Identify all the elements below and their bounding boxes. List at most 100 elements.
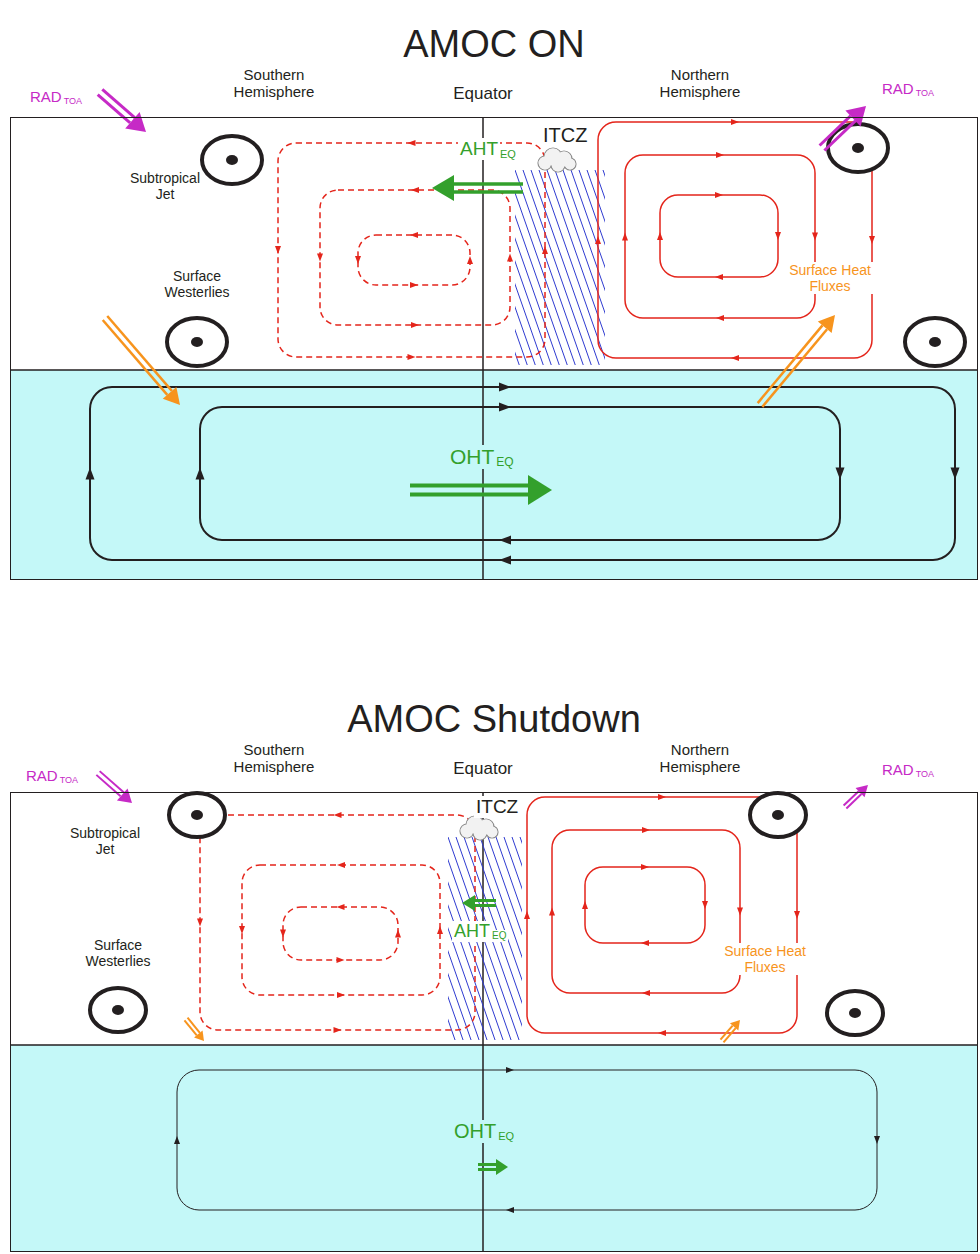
flow-arrowhead bbox=[337, 957, 345, 963]
arrow-shaft bbox=[478, 1168, 496, 1171]
hadley-cell bbox=[278, 143, 545, 357]
equator-label: Equator bbox=[451, 759, 515, 779]
westerlies-label: Surface Westerlies bbox=[83, 937, 152, 969]
flow-arrowhead bbox=[622, 233, 628, 241]
hadley-cell bbox=[585, 867, 705, 943]
heat-flux-label: Surface Heat Fluxes bbox=[717, 943, 813, 975]
flow-arrowhead bbox=[337, 992, 345, 998]
diagram-part bbox=[827, 991, 883, 1035]
transport-label: OHT bbox=[448, 445, 496, 469]
flow-arrowhead bbox=[410, 282, 418, 288]
transport-label: AHT bbox=[452, 921, 492, 942]
wind-symbol bbox=[828, 124, 888, 172]
radiation-label: RAD bbox=[880, 761, 916, 778]
arrow-head bbox=[117, 788, 132, 803]
ocean-circulation-loop bbox=[90, 387, 955, 560]
arrow-shaft bbox=[475, 904, 496, 907]
flow-arrowhead bbox=[657, 232, 663, 240]
diagram-part bbox=[929, 337, 941, 347]
hemisphere-label: Southern Hemisphere bbox=[232, 741, 317, 776]
flow-arrowhead bbox=[715, 192, 723, 198]
hadley-cell bbox=[552, 830, 740, 993]
ocean-circulation-loop bbox=[200, 407, 840, 540]
flow-arrowhead bbox=[642, 990, 650, 996]
sea-surface-line bbox=[10, 1044, 978, 1046]
flow-arrowhead bbox=[716, 152, 724, 158]
diagram-part bbox=[852, 143, 864, 153]
arrow-head bbox=[432, 175, 454, 201]
diagram-part bbox=[571, 170, 605, 365]
diagram-part bbox=[488, 837, 522, 1040]
rain-hatching bbox=[515, 170, 605, 365]
arrow-head bbox=[730, 1020, 740, 1030]
arrow-shaft bbox=[184, 1020, 196, 1035]
arrow-shaft bbox=[762, 329, 827, 407]
flow-arrowhead bbox=[794, 911, 800, 919]
transport-subscript: EQ bbox=[494, 456, 515, 470]
flow-arrowhead bbox=[499, 383, 511, 392]
hadley-cell bbox=[200, 815, 475, 1030]
diagram-part bbox=[772, 810, 784, 820]
diagram-part bbox=[226, 155, 238, 165]
diagram-part bbox=[474, 827, 487, 840]
hemisphere-label: Northern Hemisphere bbox=[658, 741, 743, 776]
flow-arrowhead bbox=[507, 254, 513, 262]
flow-arrowhead bbox=[595, 236, 601, 244]
flow-arrowhead bbox=[408, 140, 416, 146]
arrow-shaft bbox=[758, 325, 823, 403]
flow-arrowhead bbox=[197, 919, 203, 927]
flow-arrowhead bbox=[874, 1136, 880, 1144]
flow-arrowhead bbox=[582, 901, 588, 909]
hadley-cell bbox=[242, 865, 440, 995]
transport-subscript: EQ bbox=[490, 930, 508, 942]
diagram-part bbox=[448, 837, 495, 1040]
flow-arrowhead bbox=[275, 246, 281, 254]
diagram-part bbox=[905, 318, 965, 366]
arrow-head bbox=[125, 112, 146, 132]
flow-arrowhead bbox=[334, 812, 342, 818]
flow-arrowhead bbox=[408, 354, 416, 360]
arrow-head bbox=[163, 387, 180, 405]
hadley-cell bbox=[283, 907, 398, 960]
flow-arrowhead bbox=[334, 1027, 342, 1033]
radiation-subscript: TOA bbox=[58, 775, 80, 785]
flow-arrowhead bbox=[715, 274, 723, 280]
arrow-shaft bbox=[410, 484, 528, 488]
diagram-part bbox=[579, 170, 605, 365]
flow-arrowhead bbox=[641, 864, 649, 870]
flow-arrowhead bbox=[506, 1067, 514, 1073]
jet-label: Subtropical Jet bbox=[128, 170, 202, 202]
arrow-shaft bbox=[107, 316, 172, 391]
diagram-part bbox=[828, 124, 888, 172]
ocean-layer bbox=[10, 1045, 978, 1252]
panel-illustration bbox=[10, 771, 978, 1252]
diagram-part bbox=[539, 170, 605, 365]
flow-arrowhead bbox=[737, 908, 743, 916]
wind-symbol bbox=[905, 318, 965, 366]
arrow-shaft bbox=[824, 121, 855, 151]
radiation-subscript: TOA bbox=[914, 769, 936, 779]
equator-line bbox=[482, 117, 484, 580]
radiation-arrow bbox=[96, 771, 132, 803]
arrow-head bbox=[462, 895, 475, 911]
wind-symbol bbox=[750, 793, 806, 837]
wind-symbol bbox=[827, 991, 883, 1035]
heat-flux-arrow bbox=[184, 1018, 204, 1041]
flow-arrowhead bbox=[716, 315, 724, 321]
itcz-label: ITCZ bbox=[541, 124, 589, 147]
wind-symbol bbox=[167, 318, 227, 366]
arrow-shaft bbox=[478, 1163, 496, 1166]
diagram-part bbox=[520, 837, 522, 1040]
flow-arrowhead bbox=[395, 930, 401, 938]
flow-arrowhead bbox=[280, 930, 286, 938]
diagram-part bbox=[191, 337, 203, 347]
flow-arrowhead bbox=[411, 322, 419, 328]
diagram-part bbox=[191, 810, 203, 820]
flow-arrowhead bbox=[337, 904, 345, 910]
rain-hatching bbox=[448, 837, 522, 1040]
transport-subscript: EQ bbox=[498, 148, 518, 161]
diagram-part bbox=[603, 170, 605, 365]
transport-subscript: EQ bbox=[496, 1130, 516, 1143]
heat-transport-arrow bbox=[478, 1159, 508, 1175]
itcz-label: ITCZ bbox=[474, 796, 520, 818]
